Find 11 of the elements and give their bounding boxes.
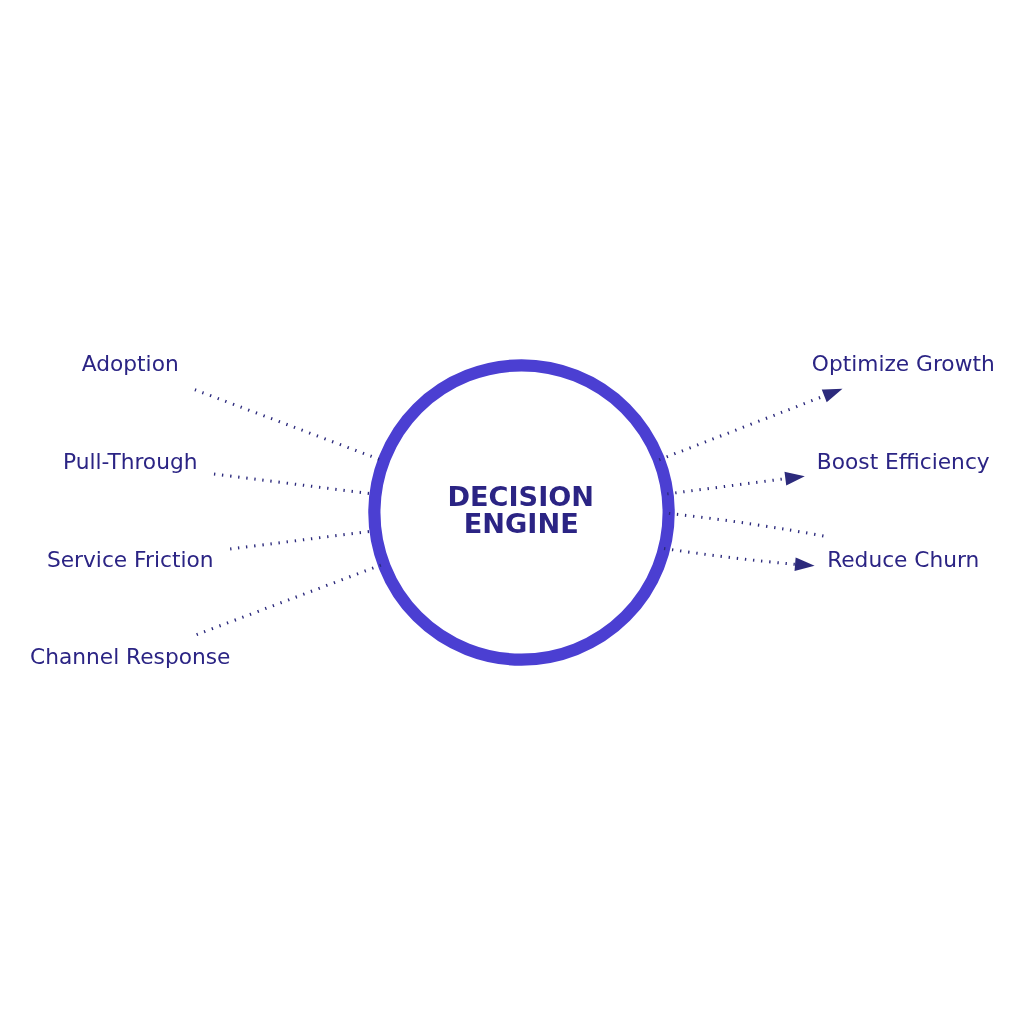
node-text: Channel Response	[30, 643, 231, 669]
node-text: Boost Efficiency	[816, 448, 990, 474]
node-text: Pull-Through	[63, 448, 198, 474]
node-text: Reduce Churn	[827, 546, 980, 572]
arrow	[658, 388, 843, 461]
node-text: Service Friction	[46, 546, 214, 572]
node-text: Optimize Growth	[811, 350, 995, 376]
node-text: Adoption	[81, 350, 179, 376]
arrow	[667, 471, 805, 495]
node-circle: DECISION ENGINE	[368, 358, 675, 666]
arrow	[663, 546, 815, 571]
